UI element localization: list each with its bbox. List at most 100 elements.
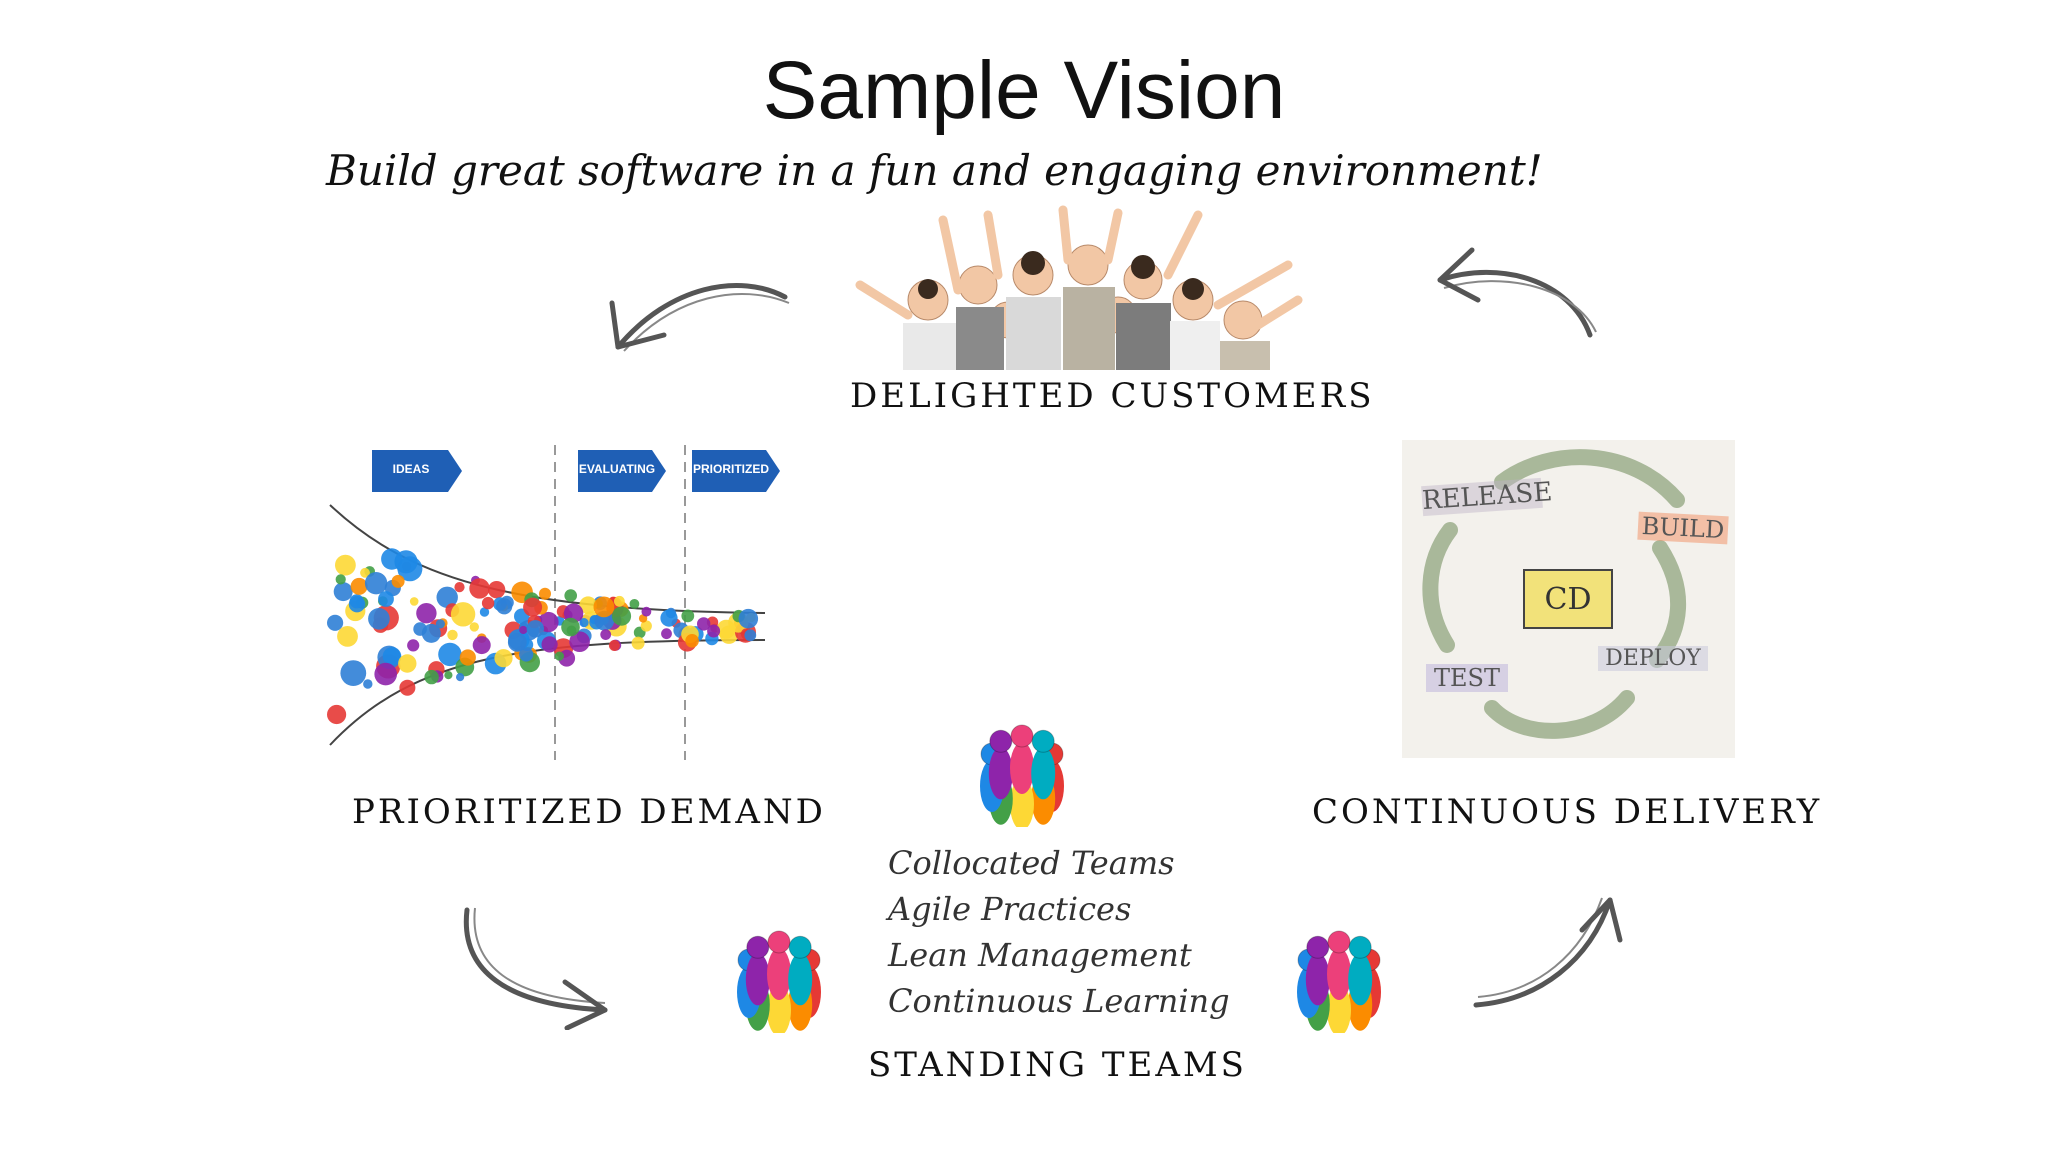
label-prioritized-demand: PRIORITIZED DEMAND bbox=[352, 792, 826, 832]
funnel-idea-dot bbox=[496, 598, 513, 615]
funnel-idea-dot bbox=[374, 662, 397, 686]
cycle-arrow-top-left bbox=[609, 283, 790, 352]
funnel-idea-dot bbox=[523, 597, 543, 617]
funnel-idea-dot bbox=[600, 629, 612, 640]
team-figure-body bbox=[1305, 953, 1330, 1006]
team-figure-head bbox=[788, 935, 812, 959]
team-figure-head bbox=[1010, 724, 1034, 748]
funnel-idea-dot bbox=[399, 679, 416, 696]
demand-funnel bbox=[327, 445, 766, 760]
funnel-idea-dot bbox=[593, 596, 615, 618]
team-figure-head bbox=[1031, 729, 1055, 753]
funnel-idea-dot bbox=[640, 620, 652, 632]
funnel-idea-dot bbox=[391, 574, 405, 588]
team-huddle-icon bbox=[737, 930, 821, 1033]
funnel-idea-dot bbox=[697, 617, 711, 631]
funnel-idea-dot bbox=[481, 596, 495, 610]
funnel-idea-dot bbox=[350, 577, 368, 595]
label-continuous-delivery: CONTINUOUS DELIVERY bbox=[1312, 792, 1823, 832]
team-figure-body bbox=[988, 747, 1013, 800]
funnel-idea-dot bbox=[494, 649, 513, 668]
funnel-idea-dot bbox=[738, 608, 759, 629]
funnel-idea-dot bbox=[335, 574, 346, 585]
cycle-arrow-bottom-right bbox=[1473, 897, 1623, 1008]
funnel-idea-dot bbox=[435, 619, 445, 629]
funnel-idea-dot bbox=[554, 651, 564, 661]
funnel-idea-dot bbox=[450, 602, 476, 627]
team-figure-head bbox=[1348, 935, 1372, 959]
funnel-idea-dot bbox=[469, 622, 479, 632]
funnel-idea-dot bbox=[333, 582, 353, 602]
team-figure-head bbox=[1306, 935, 1330, 959]
funnel-idea-dot bbox=[685, 634, 699, 648]
stage-chip-evaluating: EVALUATING bbox=[578, 450, 666, 492]
team-figure-body bbox=[1327, 948, 1351, 1000]
funnel-idea-dot bbox=[459, 649, 476, 666]
funnel-idea-dot bbox=[424, 669, 439, 685]
cd-step-deploy: DEPLOY bbox=[1598, 646, 1708, 671]
funnel-idea-dot bbox=[539, 587, 551, 600]
funnel-idea-dot bbox=[327, 704, 347, 725]
funnel-idea-dot bbox=[360, 567, 370, 578]
funnel-idea-dot bbox=[472, 636, 491, 655]
practice-item: Collocated Teams bbox=[888, 844, 1175, 882]
team-figure-body bbox=[767, 948, 791, 1000]
funnel-idea-dot bbox=[327, 614, 344, 631]
team-figure-head bbox=[1327, 930, 1351, 954]
funnel-idea-dot bbox=[681, 609, 695, 623]
funnel-idea-dot bbox=[438, 642, 462, 667]
funnel-idea-dot bbox=[487, 581, 506, 599]
funnel-idea-dot bbox=[608, 640, 620, 651]
slide-title: Sample Vision bbox=[762, 45, 1286, 136]
team-figure-body bbox=[1010, 742, 1034, 794]
funnel-idea-dot bbox=[382, 647, 402, 666]
team-figure-head bbox=[746, 935, 770, 959]
funnel-idea-dot bbox=[629, 599, 640, 609]
funnel-idea-dot bbox=[436, 586, 458, 608]
team-figure-head bbox=[767, 930, 791, 954]
funnel-idea-dot bbox=[541, 636, 558, 653]
stage-chip-prioritized: PRIORITIZED bbox=[692, 450, 780, 492]
funnel-idea-dot bbox=[444, 671, 453, 680]
delighted-customers-photo bbox=[855, 205, 1303, 370]
funnel-idea-dot bbox=[707, 624, 721, 638]
team-figure-head bbox=[989, 729, 1013, 753]
funnel-idea-dot bbox=[416, 603, 437, 624]
team-huddle-icon bbox=[1297, 930, 1381, 1033]
cd-cycle-sketch: RELEASE BUILD DEPLOY TEST CD bbox=[1402, 440, 1735, 758]
funnel-idea-dot bbox=[561, 617, 580, 637]
funnel-idea-dot bbox=[579, 596, 597, 614]
funnel-idea-dot bbox=[454, 582, 465, 593]
funnel-idea-dot bbox=[368, 608, 390, 630]
funnel-idea-dot bbox=[349, 594, 364, 609]
funnel-idea-dot bbox=[409, 597, 419, 606]
funnel-idea-dot bbox=[579, 618, 589, 628]
slide-subtitle: Build great software in a fun and engagi… bbox=[326, 146, 1543, 195]
stage-chip-ideas: IDEAS bbox=[372, 450, 462, 492]
funnel-idea-dot bbox=[364, 572, 388, 595]
funnel-idea-dot bbox=[611, 606, 632, 626]
cd-center-label: CD bbox=[1544, 582, 1592, 617]
funnel-idea-dot bbox=[569, 631, 590, 652]
funnel-idea-dot bbox=[526, 620, 544, 638]
funnel-idea-dot bbox=[447, 629, 458, 641]
funnel-idea-dot bbox=[456, 673, 465, 682]
funnel-idea-dot bbox=[337, 626, 358, 647]
label-delighted-customers: DELIGHTED CUSTOMERS bbox=[850, 376, 1375, 416]
funnel-idea-dot bbox=[661, 628, 672, 640]
stage-label: PRIORITIZED bbox=[692, 462, 769, 476]
funnel-idea-dot bbox=[469, 578, 490, 599]
team-figure-body bbox=[1348, 953, 1373, 1006]
practice-item: Lean Management bbox=[888, 936, 1192, 974]
funnel-idea-dot bbox=[340, 660, 367, 686]
funnel-idea-dot bbox=[660, 609, 678, 627]
funnel-idea-dot bbox=[421, 623, 441, 643]
label-standing-teams: STANDING TEAMS bbox=[868, 1045, 1247, 1085]
practice-item: Continuous Learning bbox=[888, 982, 1230, 1020]
practice-item: Agile Practices bbox=[888, 890, 1132, 928]
funnel-idea-dot bbox=[631, 636, 645, 650]
funnel-idea-dot bbox=[519, 625, 528, 635]
funnel-idea-dot bbox=[564, 589, 577, 602]
cd-step-test: TEST bbox=[1426, 664, 1508, 692]
funnel-idea-dot bbox=[381, 548, 403, 570]
